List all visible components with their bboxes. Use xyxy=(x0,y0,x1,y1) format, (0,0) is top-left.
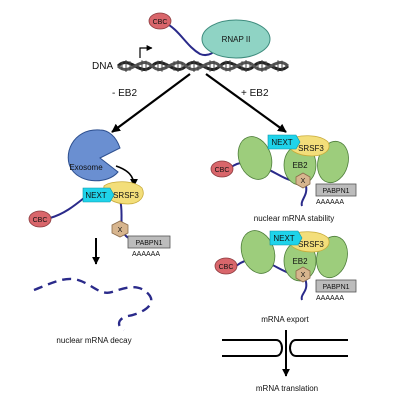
polya-upper: AAAAAA xyxy=(316,199,344,206)
svg-text:X: X xyxy=(301,272,306,279)
next-left: NEXT xyxy=(82,187,115,203)
pabpn1-left: PABPN1 xyxy=(127,235,171,249)
svg-text:NEXT: NEXT xyxy=(85,191,106,200)
mrna-translation-label: mRNA translation xyxy=(256,384,318,393)
nuclear-decay-label: nuclear mRNA decay xyxy=(56,336,131,345)
transcription-start-icon xyxy=(139,45,153,58)
svg-text:CBC: CBC xyxy=(219,264,234,271)
minus-eb2-label: - EB2 xyxy=(112,88,137,99)
svg-text:Exosome: Exosome xyxy=(69,163,103,172)
arrow-minus-eb2 xyxy=(111,73,191,133)
pabpn1-upper: PABPN1 xyxy=(315,183,357,197)
x-factor-lower: X xyxy=(295,266,311,283)
polya-lower: AAAAAA xyxy=(316,295,344,302)
x-factor-upper: X xyxy=(295,172,311,189)
svg-text:EB2: EB2 xyxy=(292,161,308,170)
polya-left: AAAAAA xyxy=(132,251,160,258)
dna-label: DNA xyxy=(92,61,113,72)
x-factor-left: X xyxy=(111,220,129,238)
svg-text:PABPN1: PABPN1 xyxy=(135,240,162,247)
svg-text:PABPN1: PABPN1 xyxy=(322,284,349,291)
nuclear-stability-label: nuclear mRNA stability xyxy=(254,214,334,223)
mrna-export-label: mRNA export xyxy=(261,315,309,324)
degraded-rna xyxy=(33,277,153,332)
svg-text:X: X xyxy=(118,227,123,234)
svg-text:RNAP II: RNAP II xyxy=(222,35,251,44)
cbc-cap-left: CBC xyxy=(28,210,52,228)
cbc-cap-right-lower: CBC xyxy=(214,257,238,275)
exosome: Exosome xyxy=(67,129,121,182)
svg-text:NEXT: NEXT xyxy=(271,138,292,147)
svg-text:EB2: EB2 xyxy=(292,257,308,266)
svg-text:SRSF3: SRSF3 xyxy=(298,240,324,249)
cbc-cap-right-upper: CBC xyxy=(210,160,234,178)
next-upper: NEXT xyxy=(267,134,301,150)
svg-text:CBC: CBC xyxy=(215,167,230,174)
svg-text:SRSF3: SRSF3 xyxy=(298,144,324,153)
cbc-cap-top: CBC xyxy=(148,12,172,30)
dna-helix xyxy=(116,60,290,72)
svg-text:CBC: CBC xyxy=(153,19,168,26)
nuclear-membrane-pore xyxy=(222,339,348,357)
next-lower: NEXT xyxy=(269,230,303,246)
svg-text:SRSF3: SRSF3 xyxy=(113,191,139,200)
rnap-ii: RNAP II xyxy=(201,19,271,59)
svg-text:CBC: CBC xyxy=(33,217,48,224)
pabpn1-lower: PABPN1 xyxy=(315,279,357,293)
svg-text:NEXT: NEXT xyxy=(273,234,294,243)
plus-eb2-label: + EB2 xyxy=(241,88,269,99)
svg-text:X: X xyxy=(301,178,306,185)
arrow-plus-eb2 xyxy=(205,73,287,133)
svg-text:PABPN1: PABPN1 xyxy=(322,188,349,195)
